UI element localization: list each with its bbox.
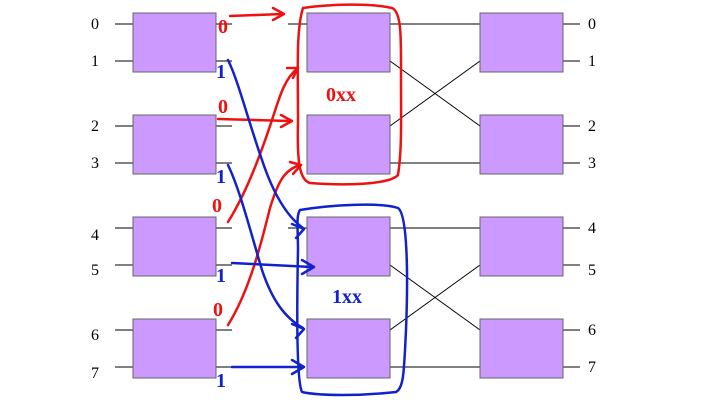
switch-s1-3 bbox=[132, 318, 217, 379]
output-label: 3 bbox=[588, 155, 596, 172]
one-bit-label: 1 bbox=[216, 166, 226, 188]
input-label: 6 bbox=[91, 327, 99, 344]
output-label: 5 bbox=[588, 262, 596, 279]
one-bit-label: 1 bbox=[216, 265, 226, 287]
zero-routes bbox=[216, 3, 403, 327]
switch-s1-1 bbox=[132, 114, 217, 175]
output-label: 0 bbox=[588, 16, 596, 33]
switch-s1-0 bbox=[132, 12, 217, 73]
zero-bit-label: 0 bbox=[212, 195, 222, 217]
output-label: 7 bbox=[588, 359, 596, 376]
input-label: 0 bbox=[91, 16, 99, 33]
zero-bit-label: 0 bbox=[218, 96, 228, 118]
arrow-head-icon bbox=[290, 358, 306, 376]
zero-route-arrow bbox=[216, 117, 292, 123]
zero-bit-label: 0 bbox=[218, 16, 228, 38]
bit-annotations: 0 0 0 0 1 1 1 1 0xx 1xx bbox=[212, 16, 362, 392]
network-wires bbox=[115, 23, 580, 368]
one-routes bbox=[226, 58, 409, 397]
arrow-head-icon bbox=[290, 322, 306, 340]
input-label: 5 bbox=[91, 262, 99, 279]
arrow-head-icon bbox=[288, 160, 303, 176]
arrow-head-icon bbox=[279, 113, 294, 129]
zero-route-arrow bbox=[226, 163, 302, 327]
output-label: 1 bbox=[588, 53, 596, 70]
one-route-arrow bbox=[226, 58, 305, 230]
input-label: 1 bbox=[91, 53, 99, 70]
switch-s3-1 bbox=[479, 114, 564, 175]
output-label: 2 bbox=[588, 118, 596, 135]
upper-group-label: 0xx bbox=[326, 84, 356, 106]
input-label: 2 bbox=[91, 118, 99, 135]
output-label: 6 bbox=[588, 322, 596, 339]
switch-s3-3 bbox=[479, 318, 564, 379]
input-labels: 0 1 2 3 4 5 6 7 bbox=[91, 16, 99, 382]
switch-boxes bbox=[132, 12, 564, 379]
switch-s1-2 bbox=[132, 216, 217, 277]
lower-group-loop bbox=[296, 203, 409, 397]
upper-group-loop bbox=[296, 3, 403, 186]
output-labels: 0 1 2 3 4 5 6 7 bbox=[588, 16, 596, 376]
one-bit-label: 1 bbox=[216, 61, 226, 83]
one-route-arrow bbox=[230, 261, 314, 269]
switch-s2-3 bbox=[306, 318, 391, 379]
switch-s2-1 bbox=[306, 114, 391, 175]
one-bit-label: 1 bbox=[216, 370, 226, 392]
zero-route-arrow bbox=[228, 12, 284, 18]
arrow-head-icon bbox=[271, 6, 286, 22]
switch-s3-2 bbox=[479, 216, 564, 277]
switch-s2-2 bbox=[306, 216, 391, 277]
switch-s2-0 bbox=[306, 12, 391, 73]
input-label: 3 bbox=[91, 155, 99, 172]
zero-route-arrow bbox=[226, 66, 300, 224]
arrow-head-icon bbox=[300, 258, 316, 276]
input-label: 7 bbox=[91, 365, 99, 382]
switch-s3-0 bbox=[479, 12, 564, 73]
lower-group-label: 1xx bbox=[332, 286, 362, 308]
one-route-arrow bbox=[226, 163, 305, 330]
zero-bit-label: 0 bbox=[213, 299, 223, 321]
output-label: 4 bbox=[588, 220, 596, 237]
input-label: 4 bbox=[91, 227, 99, 244]
